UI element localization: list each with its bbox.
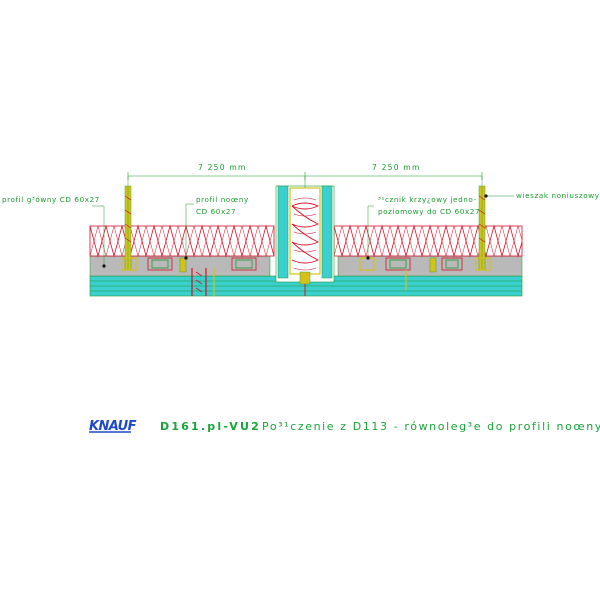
- label-cross-connector-1: ³¹cznik krzy¿owy jedno-: [378, 195, 477, 204]
- drawing-description: Po³¹czenie z D113 - równoleg³e do profil…: [262, 420, 600, 433]
- label-bearing-profile-2: CD 60x27: [196, 207, 236, 216]
- profile-fittings-right: [359, 257, 491, 290]
- hanger-left: [124, 176, 132, 271]
- profile-fittings-left: [121, 257, 257, 296]
- dimension-right-label: 7 250 mm: [372, 163, 421, 172]
- hanger-right: [478, 176, 486, 271]
- insulation-left: [89, 224, 275, 258]
- leader-lines: [92, 194, 514, 268]
- dimension-left-label: 7 250 mm: [198, 163, 247, 172]
- title-block: KNAUF D161.pl-VU2 Po³¹czenie z D113 - ró…: [89, 412, 600, 434]
- logo-text: KNAUF: [89, 419, 137, 434]
- label-cross-connector-2: poziomowy do CD 60x27: [378, 207, 480, 216]
- dimension-line: 7 250 mm 7 250 mm: [127, 163, 483, 180]
- drawing-code: D161.pl-VU2: [160, 420, 261, 433]
- label-bearing-profile-1: profil noœny: [196, 195, 249, 204]
- central-wall: [275, 176, 335, 296]
- knauf-logo: KNAUF: [89, 412, 137, 434]
- label-hanger: wieszak noniuszowy: [516, 191, 600, 200]
- label-main-profile: profil g³ówny CD 60x27: [2, 195, 100, 204]
- insulation-right: [333, 224, 523, 258]
